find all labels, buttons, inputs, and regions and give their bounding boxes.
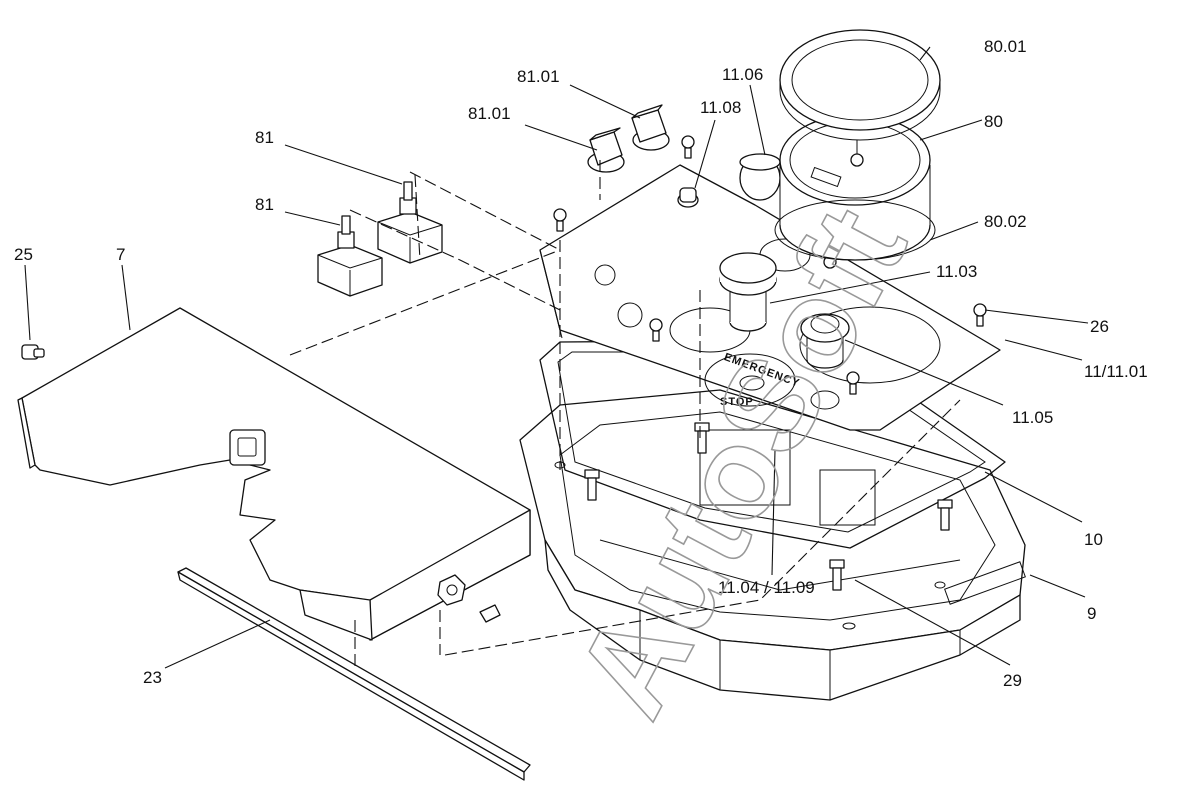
callout-11-06: 11.06 [722, 65, 763, 84]
control-panel-plate: EMERGENCY STOP [539, 164, 1001, 431]
screw-26-set [553, 135, 987, 395]
key-switch-11-05 [800, 313, 850, 369]
indicator-lamp-11-08 [677, 187, 699, 208]
emergency-stop-button [719, 252, 777, 332]
callout-80-02: 80.02 [984, 212, 1027, 231]
leader-lines [24, 46, 1089, 669]
pin-25 [21, 344, 45, 360]
callout-11-11-01: 11/11.01 [1084, 362, 1148, 381]
switch-81-right [377, 181, 443, 264]
callout-81-lower: 81 [255, 195, 274, 214]
stop-label-print: STOP [720, 396, 754, 408]
callout-11-04-11-09: 11.04 / 11.09 [718, 578, 815, 597]
callout-81-01-upper: 81.01 [517, 67, 560, 86]
callout-29: 29 [1003, 671, 1022, 690]
ring-80-02 [774, 199, 936, 261]
callout-26: 26 [1090, 317, 1109, 336]
knob-81-01-right [631, 104, 670, 151]
assembly-dashed-lines [289, 160, 961, 670]
callout-11-08: 11.08 [700, 98, 741, 117]
gauge-80 [779, 114, 931, 261]
bezel-ring-80-01 [779, 29, 941, 141]
callout-25: 25 [14, 245, 33, 264]
rail-23 [177, 567, 531, 781]
callout-81-01-lower: 81.01 [468, 104, 511, 123]
screw-29-set [584, 422, 953, 591]
cover-plate [17, 307, 531, 641]
callout-11-05: 11.05 [1012, 408, 1053, 427]
callout-labels: 80.01 80 11.06 11.08 81.01 81.01 81 81 2… [14, 37, 1148, 690]
callout-11-03: 11.03 [936, 262, 977, 281]
switch-81-left [317, 215, 383, 297]
base-housing [519, 389, 1026, 701]
lens-11-06 [739, 153, 781, 201]
callout-80-01: 80.01 [984, 37, 1027, 56]
callout-10: 10 [1084, 530, 1103, 549]
callout-80: 80 [984, 112, 1003, 131]
callout-9: 9 [1087, 604, 1096, 623]
callout-81-upper: 81 [255, 128, 274, 147]
knob-81-01-left [587, 127, 625, 173]
callout-7: 7 [116, 245, 125, 264]
callout-23: 23 [143, 668, 162, 687]
